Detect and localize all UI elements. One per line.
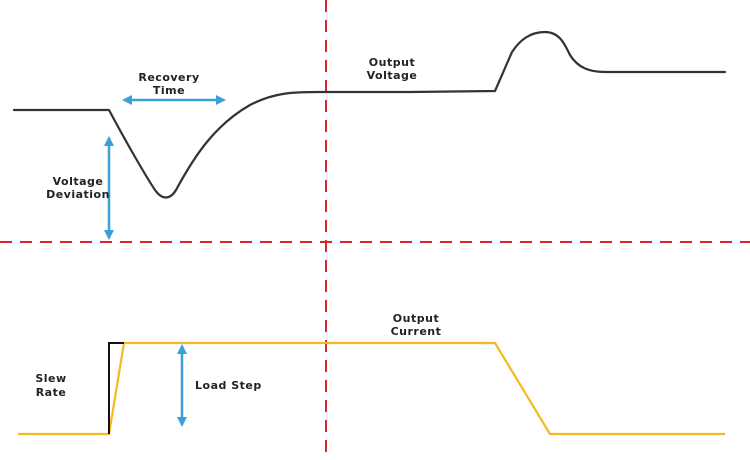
ideal-load-step bbox=[108, 342, 124, 434]
voltage-deviation-label-line2: Deviation bbox=[46, 188, 110, 201]
load-step-label: Load Step bbox=[195, 379, 262, 392]
slew-rate-label-line1: Slew bbox=[35, 372, 66, 385]
output-voltage-label-line1: Output bbox=[369, 56, 415, 69]
output-current-label-line1: Output bbox=[393, 312, 439, 325]
output-voltage-trace bbox=[12, 30, 727, 199]
recovery-time-label-line1: Recovery bbox=[138, 71, 199, 84]
voltage-deviation-label-line1: Voltage bbox=[53, 175, 104, 188]
recovery-time-label-line2: Time bbox=[153, 84, 185, 97]
output-voltage-label-line2: Voltage bbox=[367, 69, 418, 82]
output-current-trace bbox=[18, 341, 725, 436]
output-current-label-line2: Current bbox=[391, 325, 442, 338]
slew-rate-label-line2: Rate bbox=[36, 386, 67, 399]
